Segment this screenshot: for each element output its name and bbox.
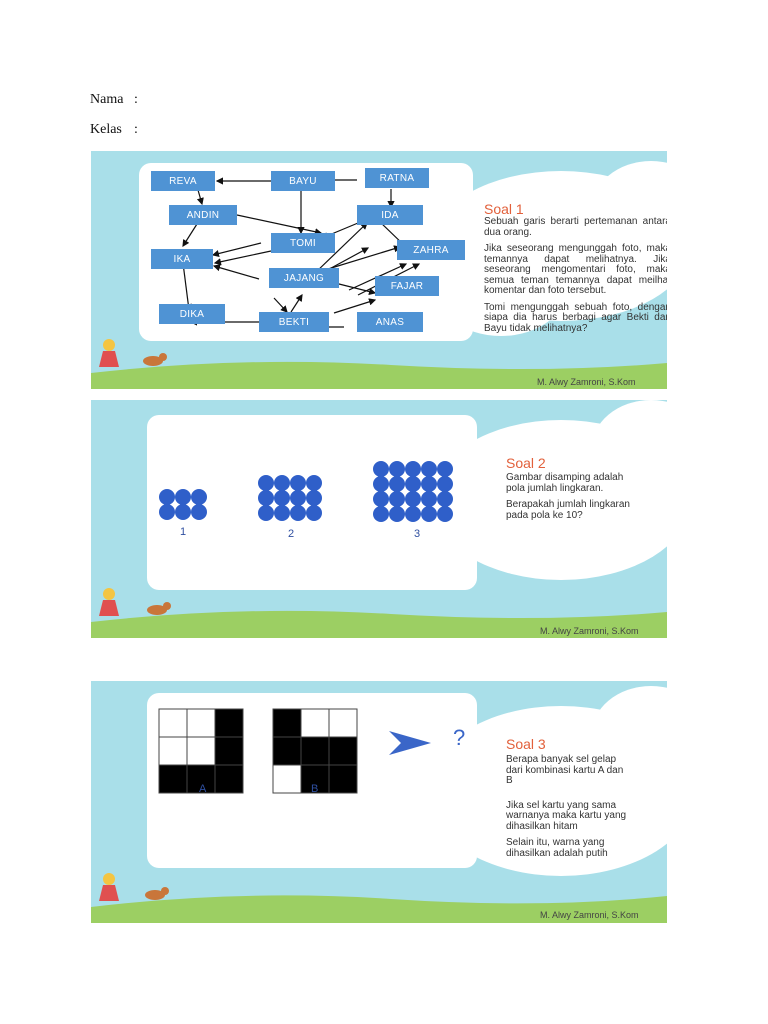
credit-text: M. Alwy Zamroni, S.Kom: [540, 626, 639, 636]
card-a-cell: [214, 708, 244, 738]
soal-3-title: Soal 3: [506, 736, 546, 752]
soal-3-paragraph: Jika sel kartu yang sama warnanya maka k…: [506, 799, 627, 832]
card-a-cell: [214, 764, 244, 794]
slide-soal-3: A B ? Soal 3 Berapa banyak sel gelap dar…: [91, 681, 667, 923]
slide-soal-1: REVA BAYU RATNA ANDIN IDA TOMI ZAHRA IKA…: [91, 151, 667, 389]
card-b-cell: [272, 736, 302, 766]
girl-and-dog-illustration: [99, 588, 171, 616]
slide-background: [91, 400, 667, 638]
card-b-cell: [272, 764, 302, 794]
node-tomi: TOMI: [271, 233, 335, 253]
card-a-label: A: [199, 783, 207, 795]
soal-1-paragraph: Sebuah garis berarti pertemanan antara d…: [484, 216, 667, 238]
soal-1-text: Sebuah garis berarti pertemanan antara d…: [484, 216, 667, 340]
card-b-cell: [300, 764, 330, 794]
pattern-label-3: 3: [414, 528, 421, 540]
name-field: Nama :: [90, 92, 138, 108]
card-b-cell: [272, 708, 302, 738]
class-colon: :: [134, 122, 138, 137]
node-andin: ANDIN: [169, 205, 237, 225]
card-a-cell: [158, 708, 188, 738]
node-dika: DIKA: [159, 304, 225, 324]
node-ratna: RATNA: [365, 168, 429, 188]
girl-and-dog-illustration: [99, 339, 167, 367]
network-edges: [182, 176, 421, 331]
soal-2-title: Soal 2: [506, 455, 546, 471]
network-diagram-card: REVA BAYU RATNA ANDIN IDA TOMI ZAHRA IKA…: [139, 163, 473, 341]
node-bayu: BAYU: [271, 171, 335, 191]
node-zahra: ZAHRA: [397, 240, 465, 260]
name-colon: :: [134, 92, 138, 107]
soal-1-title: Soal 1: [484, 201, 524, 217]
node-bekti: BEKTI: [259, 312, 329, 332]
node-jajang: JAJANG: [269, 268, 339, 288]
question-mark: ?: [453, 725, 466, 750]
node-ika: IKA: [151, 249, 213, 269]
card-a-cell: [158, 764, 188, 794]
node-fajar: FAJAR: [375, 276, 439, 296]
card-b-cell: [300, 736, 330, 766]
pattern-label-2: 2: [288, 528, 295, 540]
card-a-cell: [186, 708, 216, 738]
soal-3-paragraph: Selain itu, warna yang dihasilkan adalah…: [506, 837, 608, 859]
node-anas: ANAS: [357, 312, 423, 332]
circle-pattern-card: 1 2 3: [147, 415, 477, 590]
card-a-cell: [158, 736, 188, 766]
credit-text: M. Alwy Zamroni, S.Kom: [537, 377, 636, 387]
pattern-label-1: 1: [180, 526, 187, 538]
soal-3-text: Berapa banyak sel gelap dari kombinasi k…: [506, 754, 631, 865]
girl-and-dog-illustration: [99, 873, 169, 901]
credit-text: M. Alwy Zamroni, S.Kom: [540, 910, 639, 920]
node-reva: REVA: [151, 171, 215, 191]
card-b-grid: [272, 708, 358, 794]
card-b-label: B: [311, 783, 319, 795]
soal-2-text: Gambar disamping adalah pola jumlah ling…: [506, 472, 631, 527]
circle-patterns: [159, 461, 453, 522]
soal-1-paragraph: Tomi mengunggah sebuah foto, dengan siap…: [484, 301, 667, 334]
card-a-grid: [158, 708, 244, 794]
name-label: Nama: [90, 92, 124, 107]
chevron-right-icon: [389, 731, 431, 755]
card-a-cell: [186, 736, 216, 766]
slide-background: [91, 686, 667, 923]
card-b-cell: [300, 708, 330, 738]
soal-2-paragraph: Gambar disamping adalah pola jumlah ling…: [506, 472, 624, 494]
class-field: Kelas :: [90, 122, 138, 138]
class-label: Kelas: [90, 122, 122, 137]
soal-2-paragraph: Berapakah jumlah lingkaran pada pola ke …: [506, 499, 630, 521]
node-ida: IDA: [357, 205, 423, 225]
card-grids: [158, 708, 358, 794]
card-b-cell: [328, 764, 358, 794]
cards-card: A B ?: [147, 693, 477, 868]
soal-3-paragraph: Berapa banyak sel gelap dari kombinasi k…: [506, 754, 624, 786]
card-b-cell: [328, 708, 358, 738]
card-b-cell: [328, 736, 358, 766]
soal-1-paragraph: Jika seseorang mengunggah foto, maka tem…: [484, 243, 667, 296]
card-a-cell: [186, 764, 216, 794]
slide-soal-2: 1 2 3 Soal 2 Gambar disamping adalah pol…: [91, 400, 667, 638]
card-a-cell: [214, 736, 244, 766]
